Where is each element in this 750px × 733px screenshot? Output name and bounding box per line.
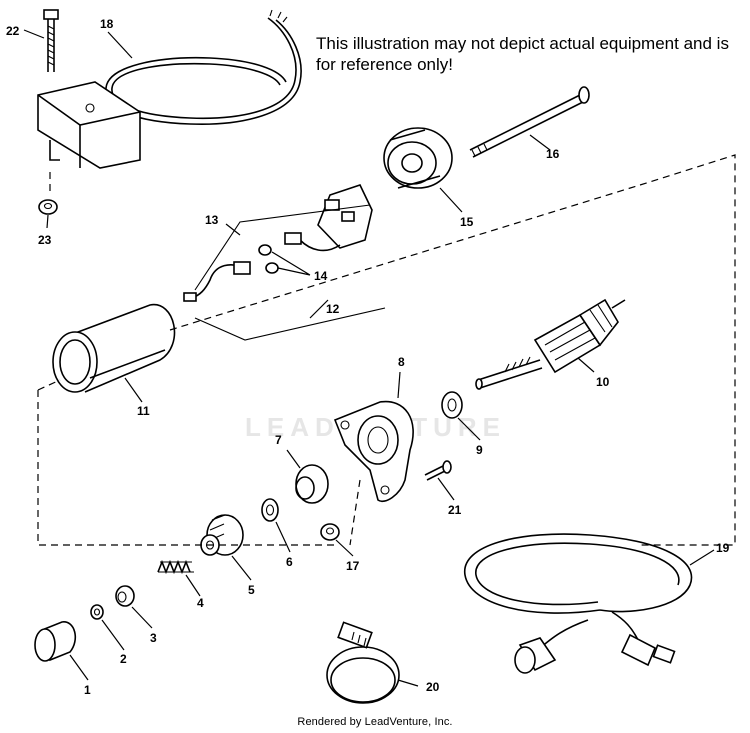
callout-15: 15	[460, 215, 474, 229]
part-12-brush-plate	[183, 184, 373, 302]
callout-20: 20	[426, 680, 440, 694]
part-14-springs	[258, 244, 279, 274]
callout-9: 9	[476, 443, 483, 457]
callout-10: 10	[596, 375, 610, 389]
part-15-end-cap	[383, 127, 453, 189]
part-17-nut	[320, 523, 340, 541]
disclaimer-text: This illustration may not depict actual …	[316, 34, 729, 74]
part-16-through-bolt	[469, 86, 590, 158]
callout-21: 21	[448, 503, 462, 517]
part-22-bolt	[43, 9, 59, 72]
callout-23: 23	[38, 233, 52, 247]
callout-4: 4	[197, 596, 204, 610]
callout-17: 17	[346, 559, 360, 573]
leader-lines	[23, 29, 715, 687]
callout-1: 1	[84, 683, 91, 697]
part-2-retaining-ring	[90, 604, 104, 620]
callout-14: 14	[314, 269, 328, 283]
part-21-screw	[424, 460, 452, 481]
callout-13: 13	[205, 213, 219, 227]
callout-3: 3	[150, 631, 157, 645]
part-1-cap	[34, 621, 77, 662]
callout-5: 5	[248, 583, 255, 597]
part-7-gear	[295, 464, 329, 504]
group-bracket	[194, 204, 386, 341]
part-3-collar	[115, 585, 135, 607]
part-5-pinion	[200, 514, 244, 556]
part-19-extension-cord	[464, 533, 693, 674]
callout-18: 18	[100, 17, 114, 31]
callout-11: 11	[137, 404, 150, 418]
part-6-washer	[261, 498, 279, 522]
callout-7: 7	[275, 433, 282, 447]
part-9-washer	[441, 391, 463, 419]
part-4-spring	[157, 559, 194, 575]
part-20-hose-clamp	[326, 621, 400, 704]
callout-8: 8	[398, 355, 405, 369]
callout-numbers: 22 18 23 16 15 13 14 12 11 10 8 9 21 7 6…	[6, 17, 730, 697]
callout-16: 16	[546, 147, 560, 161]
callout-12: 12	[326, 302, 340, 316]
part-11-field-housing	[52, 304, 176, 393]
callout-6: 6	[286, 555, 293, 569]
part-8-drive-housing	[333, 400, 414, 502]
part-23-nut	[38, 199, 58, 215]
part-10-armature	[475, 298, 626, 390]
callout-2: 2	[120, 652, 127, 666]
footer-credit: Rendered by LeadVenture, Inc.	[297, 716, 453, 728]
assembly-outline	[37, 154, 736, 546]
callout-19: 19	[716, 541, 730, 555]
part-18-switch-box	[37, 9, 302, 195]
callout-22: 22	[6, 24, 20, 38]
